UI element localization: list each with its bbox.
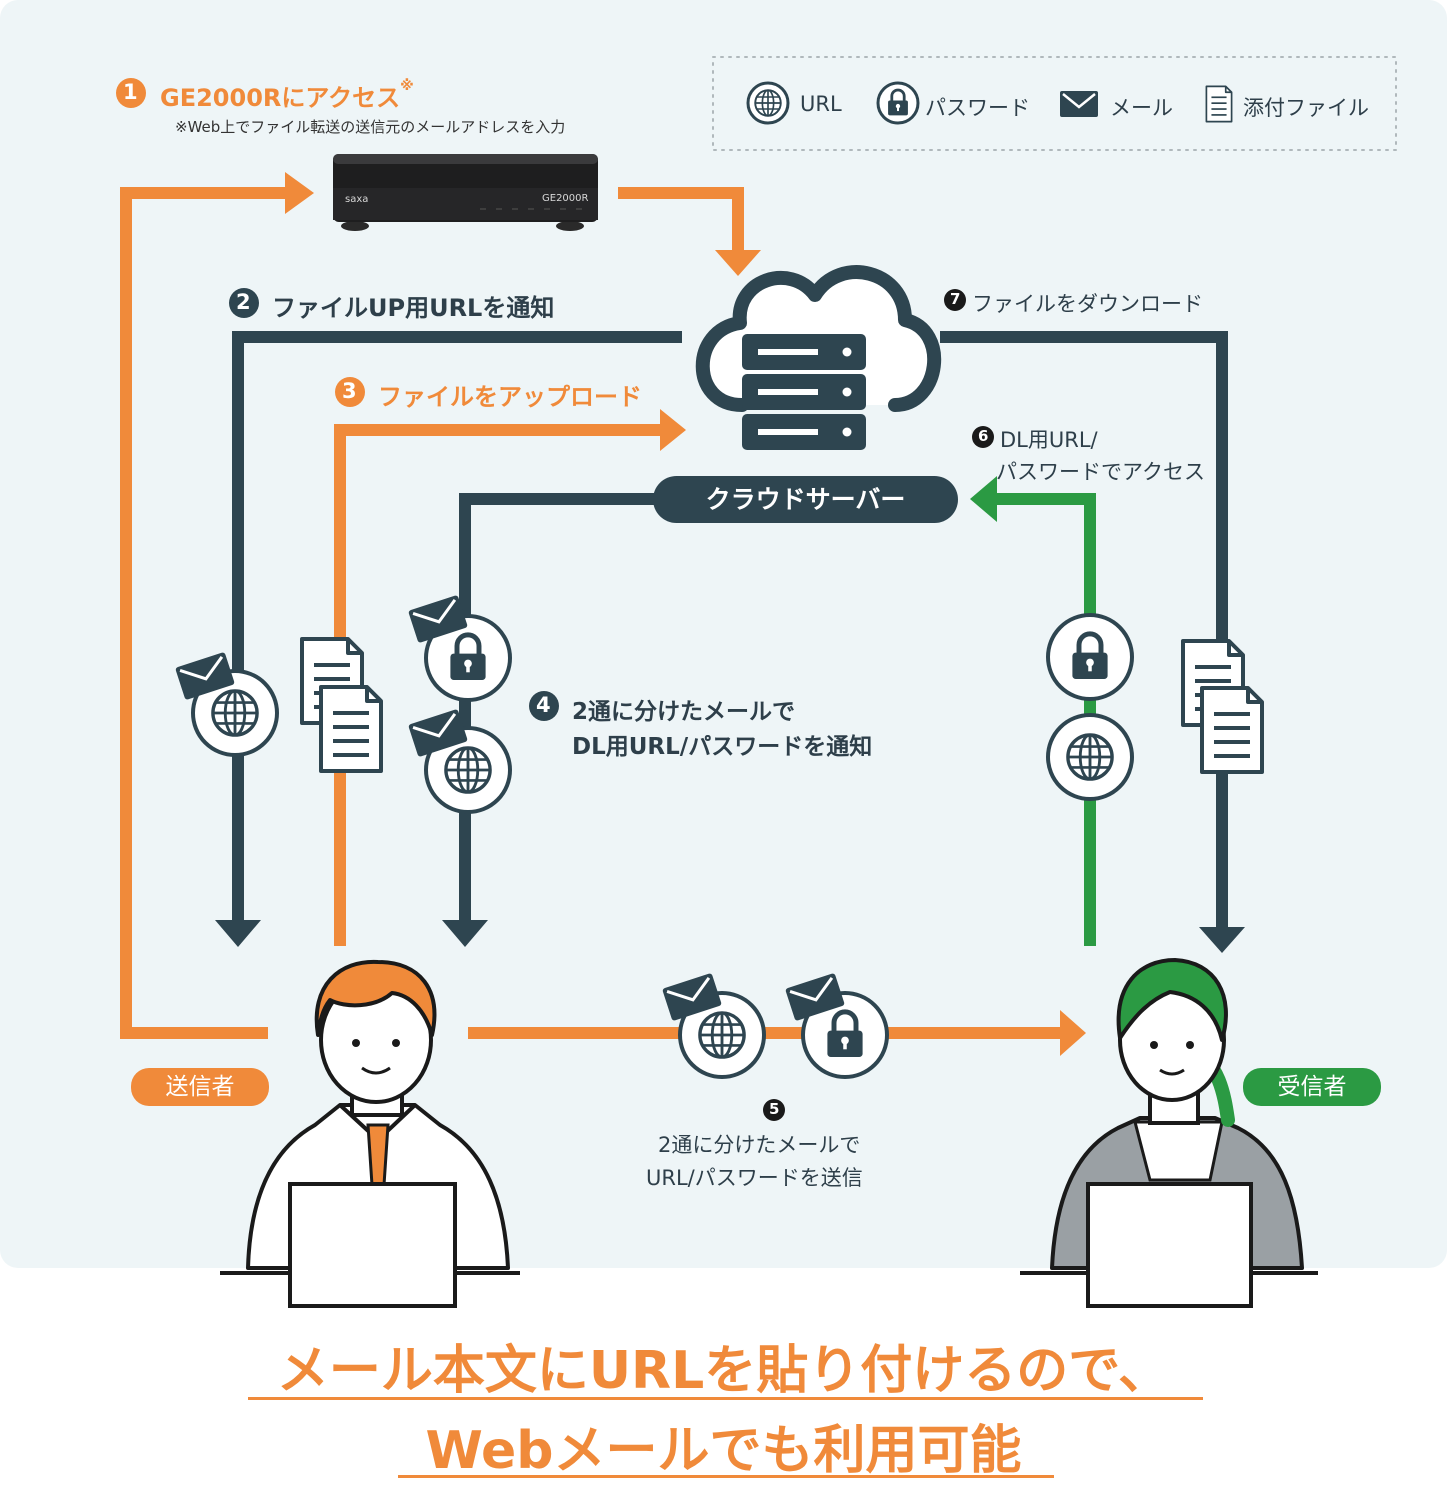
flow-line-1b xyxy=(618,187,744,250)
step5-url-mail-badge xyxy=(660,971,766,1079)
ge2000r-device xyxy=(333,154,598,231)
arrow-1-head xyxy=(285,172,314,214)
step2-url-badge xyxy=(173,650,279,757)
step4-line2: DL用URL/パスワードを通知 xyxy=(572,734,873,760)
arrow-6-head xyxy=(970,476,997,522)
arrow-1b-head xyxy=(715,250,761,276)
sender-person-illustration xyxy=(220,959,520,1308)
step6-number-circle xyxy=(972,426,994,448)
headline-line2-underline xyxy=(398,1475,1054,1478)
step5-number-circle xyxy=(763,1099,785,1121)
legend-attachment-label: 添付ファイル xyxy=(1243,96,1369,120)
legend-globe-icon xyxy=(746,81,790,125)
step4-password-mail-badge xyxy=(406,593,512,702)
step4-line1: 2通に分けたメールで xyxy=(572,699,796,725)
device-model-label: GE2000R xyxy=(542,193,589,204)
legend-url-label: URL xyxy=(800,92,842,116)
step5-line2: URL/パスワードを送信 xyxy=(646,1166,863,1190)
step6-url-badge xyxy=(1046,713,1134,801)
headline-line1: メール本文にURLを貼り付けるので、 xyxy=(276,1341,1171,1401)
arrow-3-head xyxy=(660,409,686,451)
diagram-panel xyxy=(0,0,1447,1268)
headline-line2: Webメールでも利用可能 xyxy=(425,1421,1022,1481)
step6-password-badge xyxy=(1046,613,1134,701)
step1-title-mark: ※ xyxy=(400,78,414,94)
cloud-server-label: クラウドサーバー xyxy=(653,476,958,523)
step1-title: GE2000Rにアクセス※ xyxy=(160,78,414,113)
headline-line1-underline xyxy=(248,1397,1203,1400)
legend-document-icon xyxy=(1205,85,1233,123)
step1-title-text: GE2000Rにアクセス xyxy=(160,84,401,112)
arrow-5-head xyxy=(1060,1010,1086,1056)
legend-box xyxy=(712,56,1397,151)
step2-number: 2 xyxy=(236,290,251,314)
legend-password-label: パスワード xyxy=(925,96,1030,120)
step3-number: 3 xyxy=(342,379,357,403)
step6-line2: パスワードでアクセス xyxy=(996,460,1205,484)
arrow-2-head xyxy=(215,920,261,947)
step5-line1: 2通に分けたメールで xyxy=(658,1133,861,1157)
flow-line-3 xyxy=(334,424,662,946)
legend-mail-icon xyxy=(1060,91,1098,117)
step3-number-circle xyxy=(335,377,365,407)
step7-number-circle xyxy=(944,289,966,311)
step4-number: 4 xyxy=(536,693,551,717)
step5-password-mail-badge xyxy=(783,971,889,1079)
step1-number-circle xyxy=(116,78,146,108)
flow-line-1 xyxy=(120,187,290,1039)
step7-number: 7 xyxy=(950,290,961,308)
arrow-7-head xyxy=(1199,927,1245,953)
sender-label: 送信者 xyxy=(131,1068,269,1106)
step1-number: 1 xyxy=(123,80,138,104)
step5-number: 5 xyxy=(769,1100,780,1118)
step2-number-circle xyxy=(229,288,259,318)
receiver-label: 受信者 xyxy=(1243,1068,1381,1106)
arrow-4-head xyxy=(442,920,488,947)
receiver-person-illustration xyxy=(1020,958,1318,1308)
cloud-server-icon xyxy=(695,265,942,450)
step3-title: ファイルをアップロード xyxy=(378,383,642,411)
step6-number: 6 xyxy=(978,427,989,445)
legend-mail-label: メール xyxy=(1110,96,1173,120)
step6-line1: DL用URL/ xyxy=(1000,428,1098,452)
step4-number-circle xyxy=(529,691,559,721)
legend-lock-icon xyxy=(876,81,920,125)
step7-title: ファイルをダウンロード xyxy=(972,292,1203,316)
step2-title: ファイルUP用URLを通知 xyxy=(272,294,555,322)
step1-note: ※Web上でファイル転送の送信元のメールアドレスを入力 xyxy=(175,118,566,136)
device-brand-label: saxa xyxy=(345,194,369,205)
step4-url-mail-badge xyxy=(406,707,512,814)
